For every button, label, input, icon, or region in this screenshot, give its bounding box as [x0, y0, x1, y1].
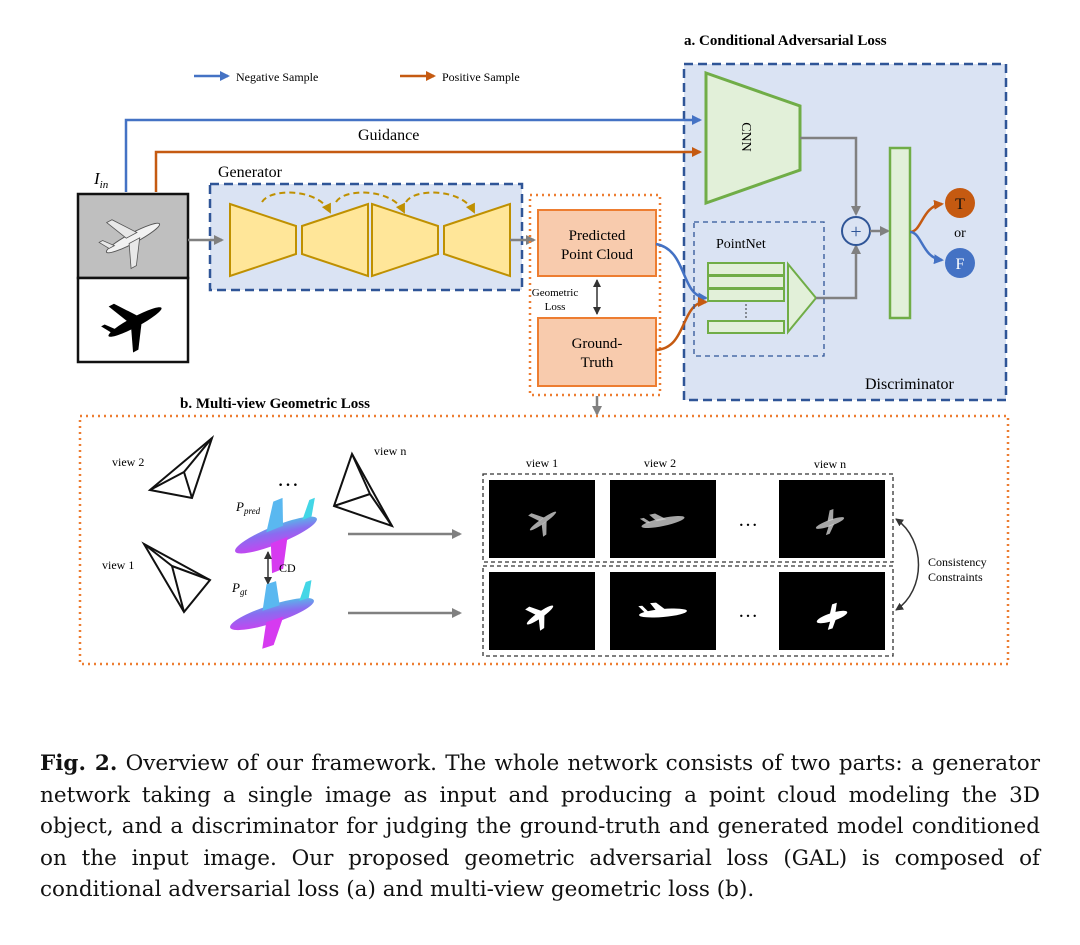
row2-ellipsis: … — [738, 600, 758, 622]
consistency-line2: Constraints — [928, 570, 983, 584]
airplane-rgb-icon — [98, 219, 161, 270]
view2-frustum-icon — [147, 434, 215, 500]
cd-label: CD — [279, 561, 296, 575]
ground-truth-box — [537, 317, 657, 387]
cnn-label: CNN — [738, 122, 753, 152]
guidance-label: Guidance — [358, 127, 419, 144]
gt-view1-silhouette-icon — [525, 605, 554, 631]
sum-symbol: + — [850, 221, 861, 243]
skip-connection-3 — [405, 191, 475, 214]
pointnet-row-1 — [707, 262, 785, 276]
consistency-line1: Consistency — [928, 555, 987, 569]
encoder-block-1 — [229, 202, 297, 278]
true-label: T — [955, 196, 965, 213]
cnn-block — [704, 70, 802, 206]
pred-viewn-points-icon — [815, 508, 845, 536]
gt-point-cloud-icon — [230, 580, 314, 649]
caption-label: Fig. 2. — [40, 751, 118, 776]
ground-truth-line2: Truth — [581, 355, 614, 371]
section-a-title: a. Conditional Adversarial Loss — [684, 33, 887, 49]
false-node — [945, 248, 975, 278]
legend: Negative Sample Positive Sample — [194, 70, 520, 84]
gt-viewn-silhouette-icon — [816, 602, 848, 630]
pointnet-row-n — [707, 320, 785, 334]
ground-truth-to-pointnet-arrow — [655, 297, 708, 352]
negative-guidance-arrow — [124, 115, 702, 192]
view1-frustum-icon — [141, 541, 212, 614]
airplane-silhouette-icon — [101, 303, 162, 353]
consistency-arrow — [895, 518, 920, 611]
legend-positive: Positive Sample — [442, 70, 520, 84]
row1-ellipsis: … — [738, 509, 758, 531]
pointnet-row-3 — [707, 288, 785, 302]
generator-label: Generator — [218, 164, 283, 181]
p-gt-label: Pgt — [231, 580, 247, 597]
viewn-label: view n — [374, 444, 406, 458]
geometric-loss-line2: Loss — [545, 301, 566, 313]
geometric-loss-line1: Geometric — [532, 287, 579, 299]
positive-guidance-arrow — [154, 147, 702, 192]
cnn-to-sum-arrow — [800, 136, 861, 216]
figure-caption: Fig. 2. Overview of our framework. The w… — [40, 748, 1040, 906]
pred-point-cloud-icon — [235, 497, 317, 574]
to-false-arrow — [909, 230, 944, 265]
false-label: F — [956, 256, 965, 273]
or-label: or — [954, 226, 966, 241]
caption-text: Overview of our framework. The whole net… — [40, 751, 1040, 902]
decoder-block-2 — [443, 202, 511, 278]
legend-negative: Negative Sample — [236, 70, 318, 84]
decoder-block-1 — [301, 202, 369, 278]
generator-blocks — [229, 191, 511, 278]
gt-view2-silhouette-icon — [638, 602, 687, 618]
skip-connection-1 — [261, 191, 331, 214]
col-viewn-label: view n — [814, 457, 846, 471]
pointnet-to-sum-arrow — [816, 244, 861, 300]
gt-projections-row — [482, 565, 894, 657]
predicted-label-line1: Predicted — [569, 228, 626, 244]
pred-view1-points-icon — [528, 511, 557, 537]
encoder-block-2 — [371, 202, 439, 278]
pointnet-label: PointNet — [716, 237, 766, 252]
col-view2-label: view 2 — [644, 456, 676, 470]
discriminator-fc — [888, 146, 912, 320]
loss-group-box — [528, 193, 662, 397]
pred-view2-points-icon — [639, 513, 685, 529]
skip-connection-2 — [335, 191, 405, 214]
predicted-label-line2: Point Cloud — [561, 247, 634, 263]
input-images: Iin — [76, 169, 190, 364]
pointnet-box — [693, 221, 825, 357]
views-ellipsis: … — [277, 466, 299, 491]
col-view1-label: view 1 — [526, 456, 558, 470]
pointnet-pool — [787, 261, 818, 335]
p-pred-label: Ppred — [235, 499, 261, 516]
view2-label: view 2 — [112, 455, 144, 469]
pred-projections-row — [482, 473, 894, 563]
framework-diagram: Negative Sample Positive Sample a. Condi… — [76, 33, 1010, 666]
predicted-point-cloud-box — [537, 209, 657, 277]
multiview-panel — [78, 414, 1010, 666]
ground-truth-line1: Ground- — [572, 336, 623, 352]
predicted-to-pointnet-arrow — [655, 242, 708, 303]
viewn-frustum-icon — [332, 451, 395, 528]
pointnet-row-2 — [707, 275, 785, 289]
true-node — [945, 188, 975, 218]
section-b-title: b. Multi-view Geometric Loss — [180, 396, 370, 412]
view1-label: view 1 — [102, 558, 134, 572]
discriminator-label: Discriminator — [865, 376, 955, 393]
input-label: Iin — [93, 169, 109, 191]
